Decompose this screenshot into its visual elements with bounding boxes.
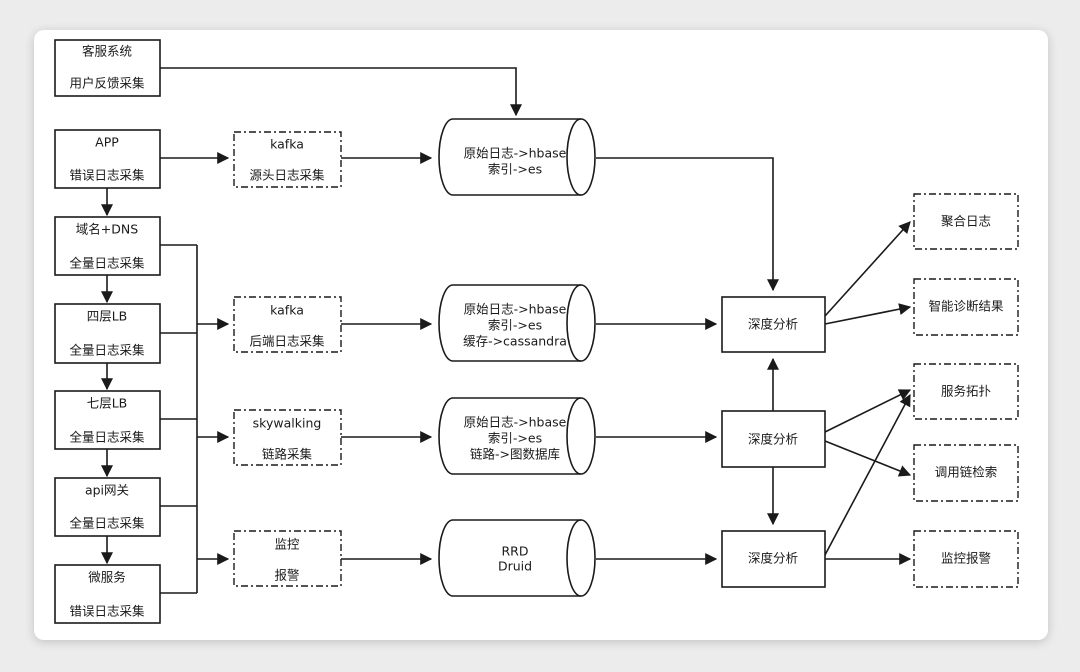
edges (101, 67, 912, 594)
edge-deep3-out3 (824, 393, 911, 556)
node-dns: 域名+DNS 全量日志采集 (54, 216, 161, 276)
node-store2-line-3: 缓存->cassandra (463, 334, 567, 349)
node-monitor: 监控 报警 (233, 530, 342, 587)
node-lb4-line-1: 四层LB (87, 309, 128, 324)
node-apigw-line-1: api网关 (85, 483, 129, 498)
node-kafka2-line-2: 后端日志采集 (249, 334, 325, 349)
edge-deep1-out1 (824, 221, 911, 317)
node-store3-line-1: 原始日志->hbase (464, 415, 567, 430)
node-kefu-line-1: 客服系统 (82, 44, 132, 59)
architecture-diagram: 客服系统 用户反馈采集 APP 错误日志采集 域名+DNS 全量日志采集 四层L… (54, 39, 1019, 624)
node-out1: 聚合日志 (913, 193, 1019, 250)
node-kafka2-line-1: kafka (270, 303, 304, 318)
node-micro: 微服务 错误日志采集 (54, 564, 161, 624)
node-out1-label: 聚合日志 (941, 214, 991, 229)
edge-store1-deep1 (596, 157, 779, 292)
node-apigw: api网关 全量日志采集 (54, 477, 161, 537)
edge-deep2-out4 (824, 440, 912, 477)
node-app-line-1: APP (95, 135, 119, 150)
node-store1-line-1: 原始日志->hbase (464, 146, 567, 161)
node-store1-line-2: 索引->es (488, 162, 542, 177)
node-app: APP 错误日志采集 (54, 129, 161, 189)
edge-deep1-out2 (824, 303, 912, 325)
node-dns-line-1: 域名+DNS (76, 222, 138, 237)
node-micro-line-2: 错误日志采集 (69, 604, 145, 619)
node-out5: 监控报警 (913, 530, 1019, 588)
node-store2-line-1: 原始日志->hbase (464, 302, 567, 317)
node-lb4-line-2: 全量日志采集 (69, 343, 145, 358)
node-lb7: 七层LB 全量日志采集 (54, 390, 161, 450)
node-lb7-line-1: 七层LB (87, 396, 128, 411)
node-kafka1-line-2: 源头日志采集 (249, 168, 325, 183)
node-store3-line-2: 索引->es (488, 431, 542, 446)
node-kafka2: kafka 后端日志采集 (233, 296, 342, 353)
node-out4-label: 调用链检索 (935, 465, 998, 480)
node-deep1-label: 深度分析 (748, 317, 798, 332)
node-out2-label: 智能诊断结果 (928, 299, 1004, 314)
node-sky-line-2: 链路采集 (262, 447, 313, 462)
node-sky-line-1: skywalking (253, 416, 322, 431)
edge-deep2-out3 (824, 389, 912, 433)
node-kefu: 客服系统 用户反馈采集 (54, 39, 161, 97)
node-kafka1: kafka 源头日志采集 (233, 131, 342, 188)
node-deep3: 深度分析 (721, 530, 826, 588)
node-deep1: 深度分析 (721, 296, 826, 353)
node-store4-line-2: Druid (498, 559, 532, 574)
node-deep2: 深度分析 (721, 410, 826, 468)
node-lb4: 四层LB 全量日志采集 (54, 303, 161, 364)
node-store3: 原始日志->hbase 索引->es 链路->图数据库 (438, 397, 596, 475)
nodes: 客服系统 用户反馈采集 APP 错误日志采集 域名+DNS 全量日志采集 四层L… (54, 39, 1019, 624)
node-deep2-label: 深度分析 (748, 432, 798, 447)
node-deep3-label: 深度分析 (748, 551, 798, 566)
node-micro-line-1: 微服务 (88, 570, 126, 585)
diagram-card: 客服系统 用户反馈采集 APP 错误日志采集 域名+DNS 全量日志采集 四层L… (34, 30, 1048, 640)
node-out4: 调用链检索 (913, 444, 1019, 502)
node-kafka1-line-1: kafka (270, 137, 304, 152)
node-store3-line-3: 链路->图数据库 (470, 447, 560, 462)
node-store4: RRD Druid (438, 519, 596, 597)
node-dns-line-2: 全量日志采集 (69, 256, 145, 271)
node-out2: 智能诊断结果 (913, 278, 1019, 336)
node-monitor-line-2: 报警 (274, 568, 299, 583)
node-out3-label: 服务拓扑 (941, 384, 992, 399)
node-out3: 服务拓扑 (913, 363, 1019, 420)
node-out5-label: 监控报警 (941, 551, 991, 566)
node-store2: 原始日志->hbase 索引->es 缓存->cassandra (438, 284, 596, 362)
node-store4-line-1: RRD (502, 544, 529, 559)
edge-kefu-store1 (160, 67, 522, 117)
node-kefu-line-2: 用户反馈采集 (69, 76, 145, 91)
node-store2-line-2: 索引->es (488, 318, 542, 333)
node-monitor-line-1: 监控 (274, 537, 300, 552)
node-store1: 原始日志->hbase 索引->es (438, 118, 596, 196)
node-app-line-2: 错误日志采集 (69, 168, 145, 183)
node-apigw-line-2: 全量日志采集 (69, 516, 145, 531)
node-lb7-line-2: 全量日志采集 (69, 430, 145, 445)
node-sky: skywalking 链路采集 (233, 409, 342, 466)
